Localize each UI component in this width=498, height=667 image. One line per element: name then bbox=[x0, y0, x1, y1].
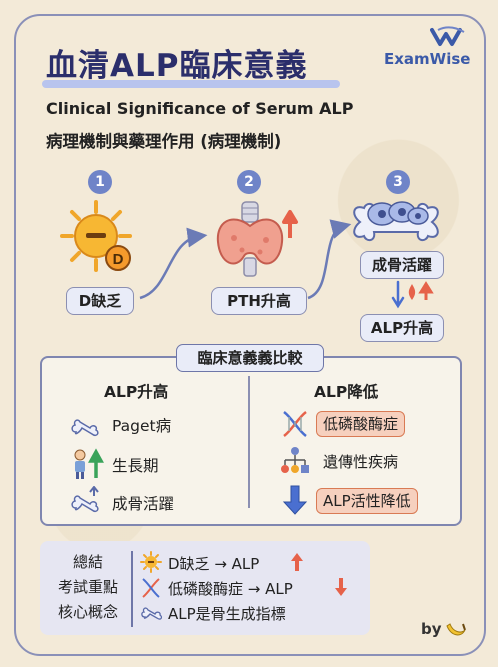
step-1-label: D缺乏 bbox=[66, 287, 134, 315]
bone-arrow-icon bbox=[71, 486, 99, 513]
summary-divider bbox=[131, 551, 133, 627]
bone-icon bbox=[71, 419, 99, 437]
child-growth-icon bbox=[74, 448, 104, 479]
summary-label-1: 總結 bbox=[72, 553, 103, 571]
step-1-number: 1 bbox=[88, 170, 112, 194]
down-arrow-icon bbox=[335, 578, 347, 596]
subtitle-english: Clinical Significance of Serum ALP bbox=[46, 99, 354, 118]
right-item-3: ALP活性降低 bbox=[316, 488, 418, 514]
left-item-1: Paget病 bbox=[112, 417, 172, 435]
step-3-number: 3 bbox=[386, 170, 410, 194]
svg-text:D: D bbox=[113, 251, 124, 268]
summary-row-2: 低磷酸酶症 → ALP bbox=[168, 580, 293, 598]
right-column-heading: ALP降低 bbox=[314, 383, 379, 401]
arrow-down-icon bbox=[282, 485, 308, 515]
bone-small-icon bbox=[141, 607, 163, 620]
dna-icon bbox=[283, 411, 307, 437]
sun-icon bbox=[140, 551, 162, 573]
comparison-title: 臨床意義義比較 bbox=[176, 344, 324, 372]
step-3-label-top: 成骨活躍 bbox=[360, 251, 444, 279]
left-column-heading: ALP升高 bbox=[104, 383, 169, 401]
sun-vitamin-d-icon: D bbox=[60, 200, 132, 272]
summary-label-2: 考試重點 bbox=[57, 578, 118, 596]
banana-icon bbox=[446, 623, 466, 636]
pedigree-icon bbox=[281, 447, 309, 473]
page-frame bbox=[14, 14, 486, 656]
brand-name: ExamWise bbox=[384, 50, 471, 68]
summary-box bbox=[40, 541, 370, 635]
step-2-label: PTH升高 bbox=[211, 287, 307, 315]
left-item-2: 生長期 bbox=[112, 457, 159, 475]
dna-small-icon bbox=[142, 578, 160, 598]
up-arrow-icon bbox=[291, 553, 303, 571]
right-item-2: 遺傳性疾病 bbox=[323, 453, 399, 471]
right-item-1: 低磷酸酶症 bbox=[316, 411, 406, 437]
page-title: 血清ALP臨床意義 bbox=[46, 48, 308, 84]
summary-row-3: ALP是骨生成指標 bbox=[168, 605, 286, 623]
examwise-logo-icon bbox=[430, 26, 465, 46]
summary-label-3: 核心概念 bbox=[57, 603, 118, 621]
title-highlight bbox=[42, 80, 340, 88]
step-3-label-bottom: ALP升高 bbox=[360, 314, 444, 342]
bone-osteoblast-icon bbox=[353, 201, 439, 242]
left-item-3: 成骨活躍 bbox=[112, 495, 175, 513]
summary-row-1: D缺乏 → ALP bbox=[168, 555, 260, 573]
byline: by bbox=[421, 620, 442, 638]
step-2-number: 2 bbox=[237, 170, 261, 194]
comparison-divider bbox=[248, 376, 250, 508]
subtitle-chinese: 病理機制與藥理作用 (病理機制) bbox=[46, 132, 282, 151]
thyroid-gland-icon bbox=[216, 201, 298, 277]
